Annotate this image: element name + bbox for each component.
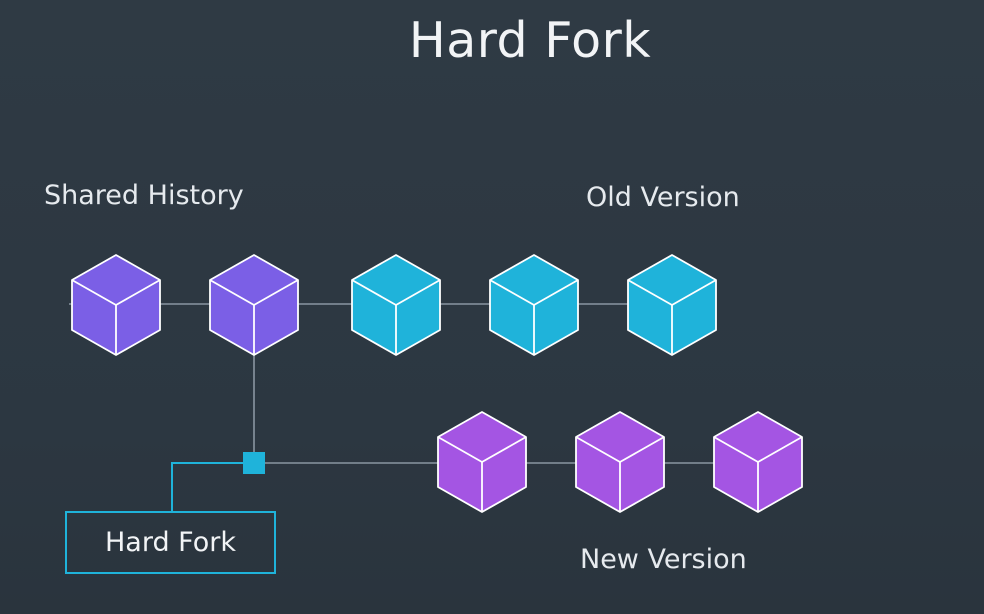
new-version-block-2 bbox=[575, 411, 665, 513]
blocks bbox=[71, 254, 803, 513]
new-version-block-1 bbox=[437, 411, 527, 513]
hard-fork-callout-label: Hard Fork bbox=[104, 527, 237, 558]
new-version-label: New Version bbox=[580, 544, 747, 575]
hard-fork-callout: Hard Fork bbox=[65, 511, 276, 574]
page-title: Hard Fork bbox=[408, 12, 652, 69]
old-version-block-2 bbox=[489, 254, 579, 356]
shared-history-block-1 bbox=[71, 254, 161, 356]
old-version-block-1 bbox=[351, 254, 441, 356]
fork-point-marker bbox=[243, 452, 265, 474]
callout-leader-line bbox=[171, 462, 246, 512]
shared-history-label: Shared History bbox=[44, 180, 244, 211]
new-version-block-3 bbox=[713, 411, 803, 513]
old-version-label: Old Version bbox=[586, 182, 740, 213]
shared-history-block-2 bbox=[209, 254, 299, 356]
old-version-block-3 bbox=[627, 254, 717, 356]
